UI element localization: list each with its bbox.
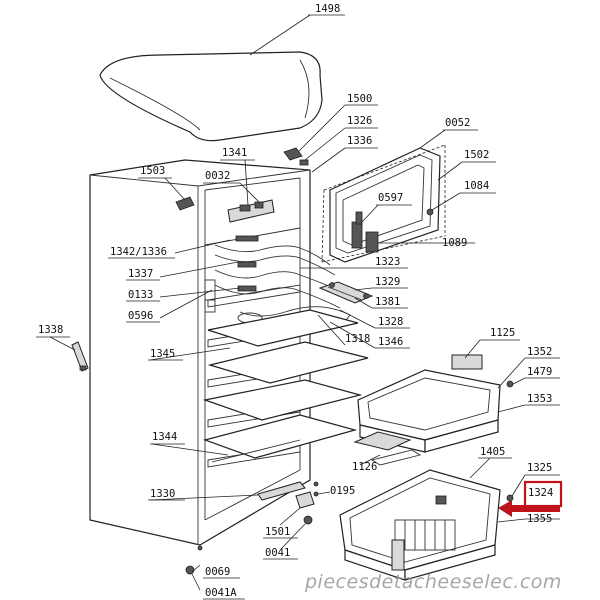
label-0195: 0195 [330, 485, 355, 497]
label-1338: 1338 [38, 324, 63, 336]
top-cover-part [99, 51, 323, 142]
label-1324: 1324 [528, 487, 553, 499]
label-1503: 1503 [140, 165, 165, 177]
label-1318: 1318 [345, 333, 370, 345]
label-1329: 1329 [375, 276, 400, 288]
part-labels: 1498 1500 1326 1336 0052 1502 1084 1503 … [36, 3, 560, 600]
label-1498: 1498 [315, 3, 340, 15]
handle-1338-part [71, 341, 89, 372]
label-1500: 1500 [347, 93, 372, 105]
label-0032: 0032 [205, 170, 230, 182]
label-1381: 1381 [375, 296, 400, 308]
label-1336: 1336 [347, 135, 372, 147]
bottom-fittings [185, 481, 319, 575]
top-hinge-part [283, 147, 309, 166]
label-0069: 0069 [205, 566, 230, 578]
label-1352: 1352 [527, 346, 552, 358]
label-1344: 1344 [152, 431, 177, 443]
label-0041: 0041 [265, 547, 290, 559]
label-1501: 1501 [265, 526, 290, 538]
label-1126: 1126 [352, 461, 377, 473]
label-0597: 0597 [378, 192, 403, 204]
label-1328: 1328 [378, 316, 403, 328]
label-1342-1336: 1342/1336 [110, 246, 167, 258]
label-1330: 1330 [150, 488, 175, 500]
label-1323: 1323 [375, 256, 400, 268]
glass-shelves [202, 309, 369, 463]
site-watermark: piecesdetacheeselec.com [304, 571, 562, 593]
shelf-supports [204, 279, 216, 313]
label-1353: 1353 [527, 393, 552, 405]
upper-drawer-part [357, 354, 514, 453]
part-1324-highlight [498, 480, 563, 517]
label-0052: 0052 [445, 117, 470, 129]
label-1346: 1346 [378, 336, 403, 348]
slide-rail-part [353, 431, 422, 466]
clip-1503-part [175, 196, 195, 211]
pointer-arrow-icon [498, 500, 560, 517]
label-0133: 0133 [128, 289, 153, 301]
label-1405: 1405 [480, 446, 505, 458]
leader-lines [49, 14, 526, 591]
control-panel-part [227, 199, 275, 223]
label-1345: 1345 [150, 348, 175, 360]
label-1125: 1125 [490, 327, 515, 339]
rails-part [318, 281, 374, 304]
lower-drawer-part [339, 469, 514, 581]
label-1325: 1325 [527, 462, 552, 474]
label-1326: 1326 [347, 115, 372, 127]
label-1341: 1341 [222, 147, 247, 159]
label-0596: 0596 [128, 310, 153, 322]
label-0041A: 0041A [205, 587, 237, 599]
label-1502: 1502 [464, 149, 489, 161]
label-1084: 1084 [464, 180, 489, 192]
label-1479: 1479 [527, 366, 552, 378]
wine-rack-wires [214, 235, 351, 326]
label-1337: 1337 [128, 268, 153, 280]
